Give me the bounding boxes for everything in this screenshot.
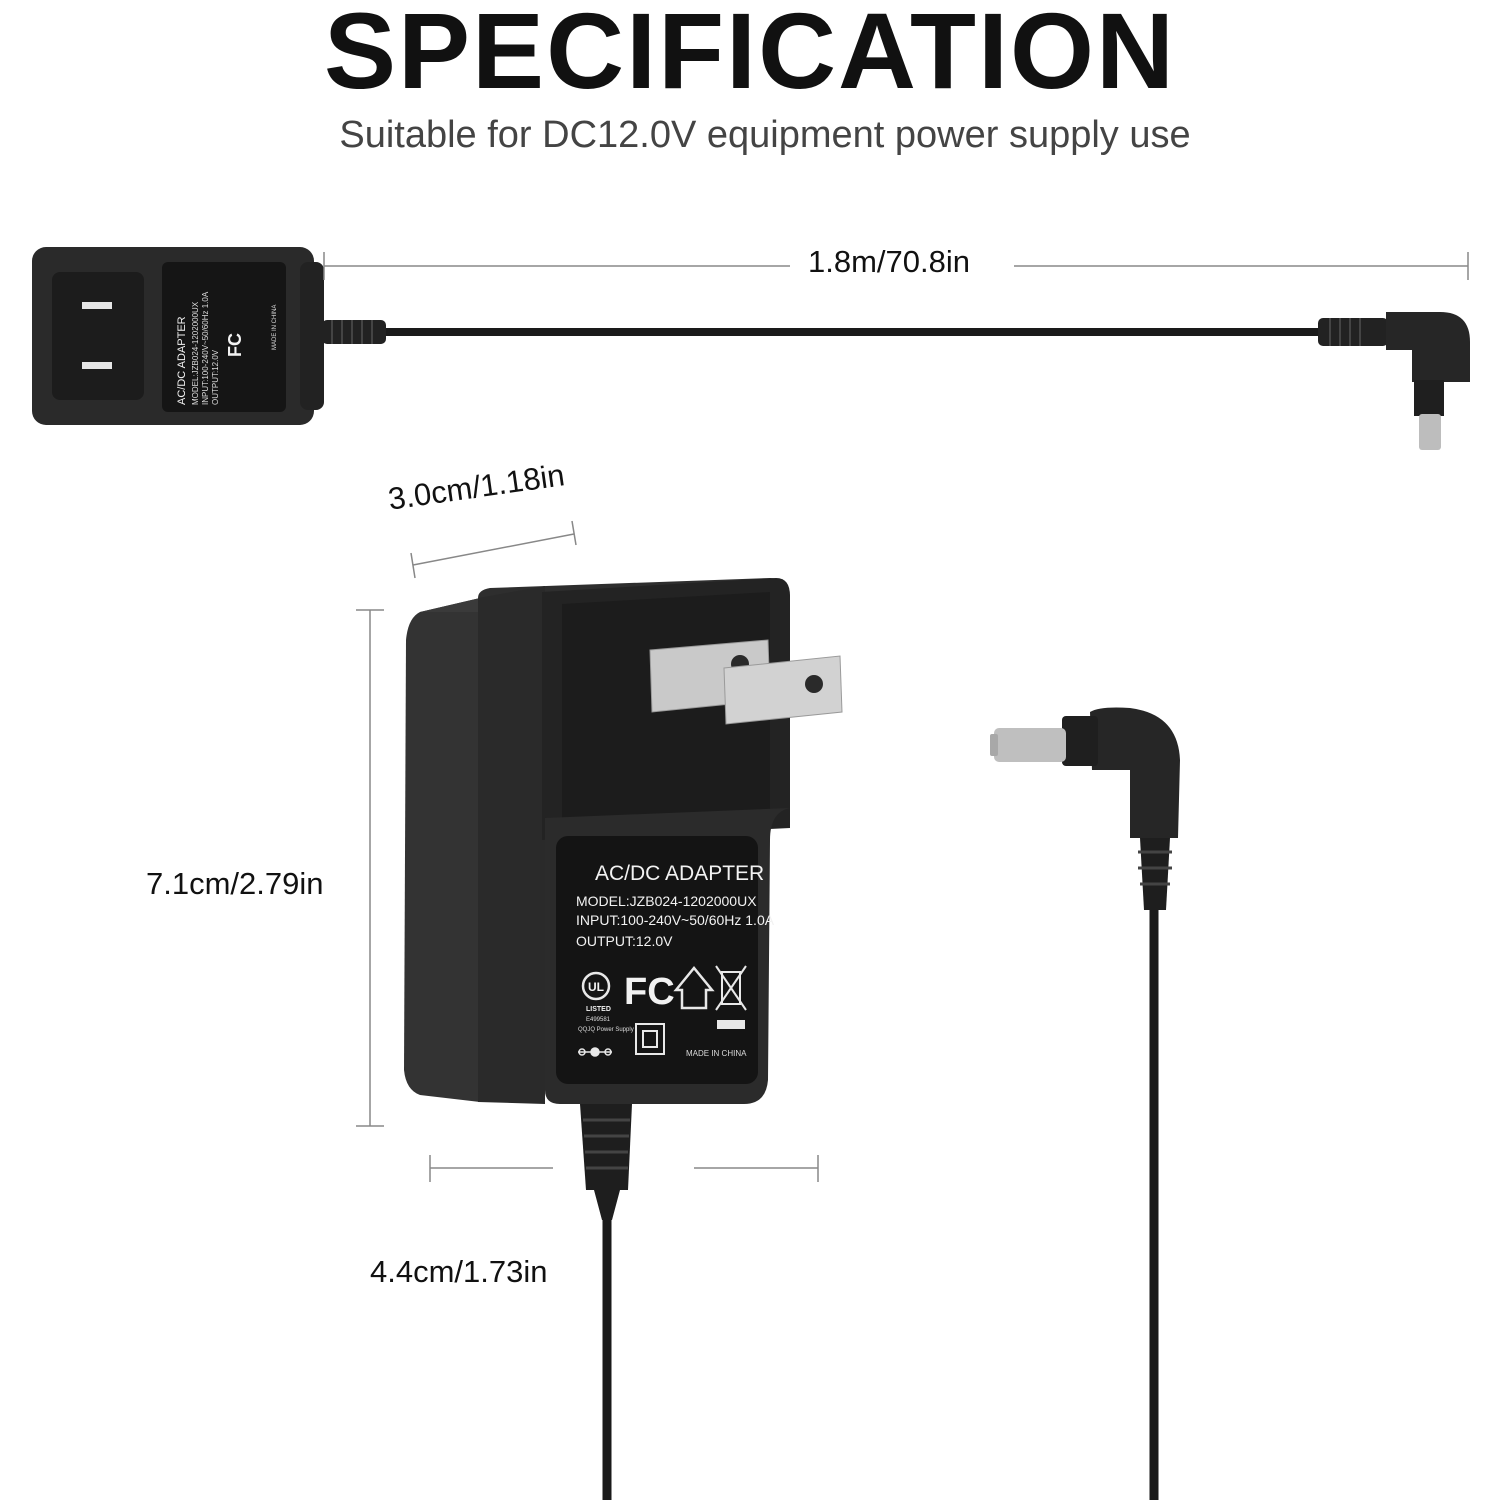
side-label-output: OUTPUT:12.0V xyxy=(211,349,220,405)
cable-length-dimension-line xyxy=(323,252,1469,280)
dc-connector xyxy=(990,707,1180,1500)
fcc-icon: FC xyxy=(624,971,675,1013)
label-input: INPUT:100-240V~50/60Hz 1.0A xyxy=(576,912,775,928)
plug-prong-right xyxy=(723,655,843,725)
width-label: 4.4cm/1.73in xyxy=(370,1254,548,1289)
page-subtitle: Suitable for DC12.0V equipment power sup… xyxy=(339,114,1191,156)
side-label-title: AC/DC ADAPTER xyxy=(176,316,188,405)
adapter-side-view: AC/DC ADAPTER MODEL:JZB024-1202000UX INP… xyxy=(32,247,1470,450)
height-dimension-line xyxy=(356,609,384,1127)
svg-text:UL: UL xyxy=(588,980,604,994)
energy-house-icon xyxy=(673,966,715,1010)
thickness-dimension-line xyxy=(410,520,577,579)
polarity-icon xyxy=(578,1047,612,1057)
label-output: OUTPUT:12.0V xyxy=(576,933,673,949)
cable-length-label: 1.8m/70.8in xyxy=(808,244,970,279)
ul-listed-icon: UL xyxy=(581,971,611,1001)
origin-label: MADE IN CHINA xyxy=(686,1049,747,1058)
dc-barrel-plug xyxy=(994,728,1066,762)
side-label-model: MODEL:JZB024-1202000UX xyxy=(191,301,200,405)
side-origin-label: MADE IN CHINA xyxy=(272,305,278,350)
dc-barrel-tip xyxy=(1419,414,1441,450)
prong-slot xyxy=(82,302,112,309)
width-dimension-line xyxy=(429,1155,819,1182)
side-fcc-icon: FC xyxy=(225,333,245,357)
label-model: MODEL:JZB024-1202000UX xyxy=(576,893,757,909)
ul-listed-text: LISTED xyxy=(586,1006,611,1013)
double-insulation-icon xyxy=(635,1023,665,1055)
weee-bin-icon xyxy=(715,965,747,1011)
ul-file-number: E499581 xyxy=(586,1017,611,1023)
side-label-input: INPUT:100-240V~50/60Hz 1.0A xyxy=(201,291,210,405)
adapter-front-view: AC/DC ADAPTER MODEL:JZB024-1202000UX INP… xyxy=(404,578,843,1500)
label-panel xyxy=(556,836,758,1084)
prong-slot xyxy=(82,362,112,369)
label-title: AC/DC ADAPTER xyxy=(595,862,764,885)
page-title: SPECIFICATION xyxy=(323,0,1177,111)
height-label: 7.1cm/2.79in xyxy=(146,866,324,901)
manufacturer-text: QQJQ Power Supply xyxy=(578,1027,634,1033)
